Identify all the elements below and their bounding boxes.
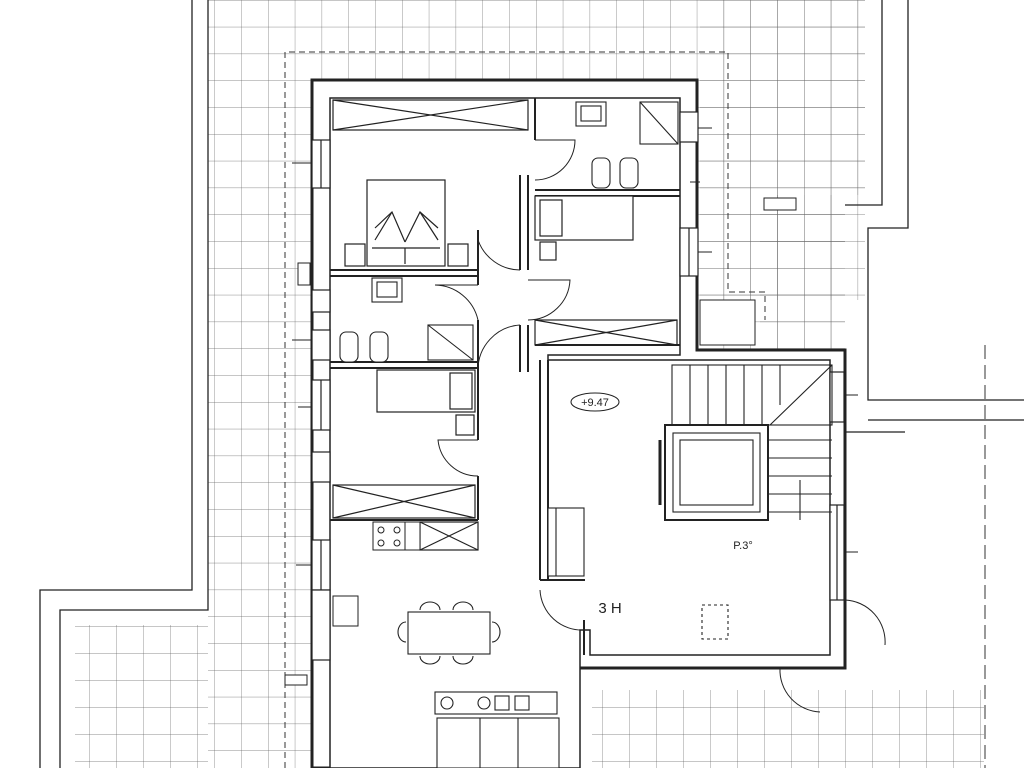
door-swings bbox=[434, 139, 886, 713]
dashed-outline bbox=[284, 51, 986, 768]
elevation-label: +9.47 bbox=[581, 397, 609, 409]
single-bed-2 bbox=[376, 369, 476, 436]
terrace-bottom-left bbox=[75, 625, 208, 768]
room-label: 3 H bbox=[598, 600, 621, 617]
wardrobes bbox=[332, 99, 678, 551]
terrace-top-right bbox=[700, 0, 865, 350]
floor-label: P.3° bbox=[733, 540, 753, 552]
terrace-fixtures bbox=[284, 197, 797, 686]
kitchen bbox=[332, 521, 421, 627]
windows bbox=[311, 111, 845, 661]
window-ticks bbox=[292, 127, 858, 566]
dining-table bbox=[397, 601, 501, 665]
bathroom-fixtures bbox=[339, 101, 679, 363]
elevation-marker: +9.47 bbox=[570, 392, 620, 412]
single-bed-1 bbox=[534, 195, 634, 261]
double-bed bbox=[344, 179, 469, 267]
living-furniture bbox=[434, 507, 729, 768]
terrace-bottom-right bbox=[592, 690, 984, 768]
site-boundary bbox=[39, 0, 1024, 768]
staircase bbox=[658, 364, 833, 521]
